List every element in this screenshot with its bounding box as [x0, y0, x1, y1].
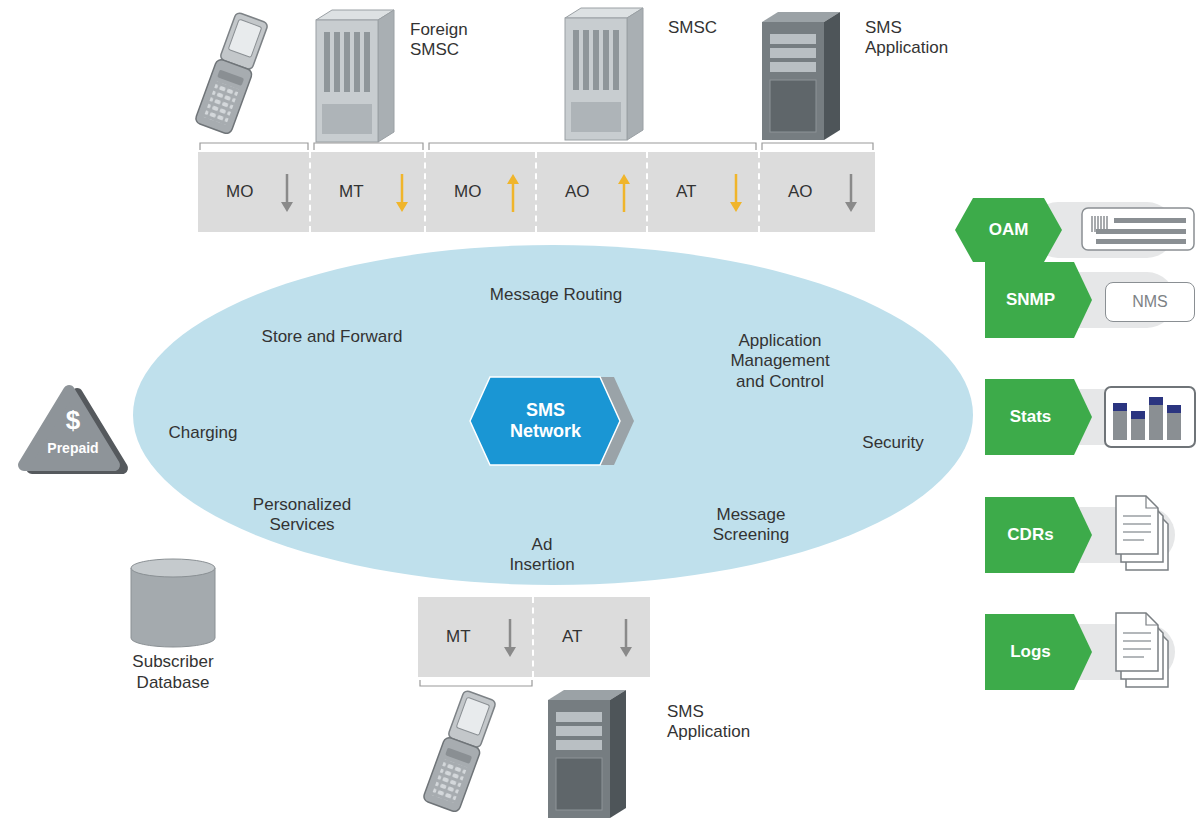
node-label: AO [788, 182, 813, 202]
node-label: Personalized Services [247, 495, 357, 536]
node-label: Ad Insertion [504, 535, 580, 576]
node-label: MT [339, 182, 364, 202]
message-type-cell: MO [426, 152, 537, 232]
node-label: Store and Forward [262, 327, 403, 347]
message-type-cell: AO [537, 152, 648, 232]
service-ellipse: SMS Network Message RoutingStore and Forw… [133, 245, 973, 585]
node-outline [648, 152, 760, 232]
node-label: Charging [169, 423, 238, 443]
node-outline [426, 152, 537, 232]
stats-chart-icon [1105, 387, 1195, 447]
message-type-cell: AO [760, 152, 875, 232]
oam-console-icon [1082, 208, 1194, 250]
message-type-cell: MO [198, 152, 311, 232]
prepaid-triangle: $ Prepaid [18, 383, 128, 475]
interface-tag: Stats [985, 379, 1092, 455]
interface-tag: OAM [955, 198, 1062, 262]
node-outline [537, 152, 648, 232]
node-outline [534, 597, 650, 677]
node-outline [418, 597, 534, 677]
node-label: Application Management and Control [718, 331, 843, 392]
node-label: MO [454, 182, 481, 202]
node-label: AT [676, 182, 696, 202]
message-type-cell: MT [311, 152, 426, 232]
node-label: Foreign SMSC [410, 20, 492, 61]
server-icon [316, 10, 394, 142]
server-node: SMSC [562, 8, 722, 140]
mobile-phone [194, 11, 270, 135]
node-label: AO [565, 182, 590, 202]
node-label: OAM [989, 220, 1029, 240]
node-label: SMSC [668, 18, 717, 38]
node-label: NMS [1132, 292, 1168, 311]
node-label: MT [446, 627, 471, 647]
node-label: Stats [1010, 407, 1052, 427]
node-label: SMS Network [504, 400, 588, 441]
database-cylinder: Subscriber Database [110, 560, 236, 695]
message-type-cell: AT [534, 597, 650, 677]
node-outline [198, 152, 311, 232]
node-outline [311, 152, 426, 232]
node-outline [760, 152, 875, 232]
server-node: SMS Application [760, 8, 969, 148]
nms-box: NMS [1105, 282, 1195, 322]
application-server [548, 690, 626, 818]
mobile-phone [422, 689, 498, 813]
document-icon [1116, 613, 1168, 687]
node-label: Subscriber Database [110, 652, 236, 693]
node-label: MO [226, 182, 253, 202]
server-icon [565, 8, 643, 140]
node-label: Logs [1010, 642, 1051, 662]
interface-tag: Logs [985, 614, 1092, 690]
message-type-cell: AT [648, 152, 760, 232]
document-icon [1116, 496, 1168, 570]
application-server [762, 12, 840, 140]
interface-tag: CDRs [985, 497, 1092, 573]
node-label: Message Routing [490, 285, 622, 305]
network-hexagon: SMS Network [470, 375, 635, 467]
node-label: Message Screening [705, 505, 797, 546]
node-label: SNMP [1006, 290, 1055, 310]
server-node: SMS Application [545, 690, 771, 818]
message-type-cell: MT [418, 597, 534, 677]
interface-tag: SNMP [985, 262, 1092, 338]
node-label: CDRs [1007, 525, 1053, 545]
node-label: Security [862, 433, 923, 453]
node-label: SMS Application [667, 702, 765, 743]
server-node: Foreign SMSC [312, 10, 502, 142]
node-label: SMS Application [865, 18, 963, 59]
node-label: Prepaid [47, 441, 98, 455]
node-label: AT [562, 627, 582, 647]
node-label: $ [66, 407, 80, 433]
